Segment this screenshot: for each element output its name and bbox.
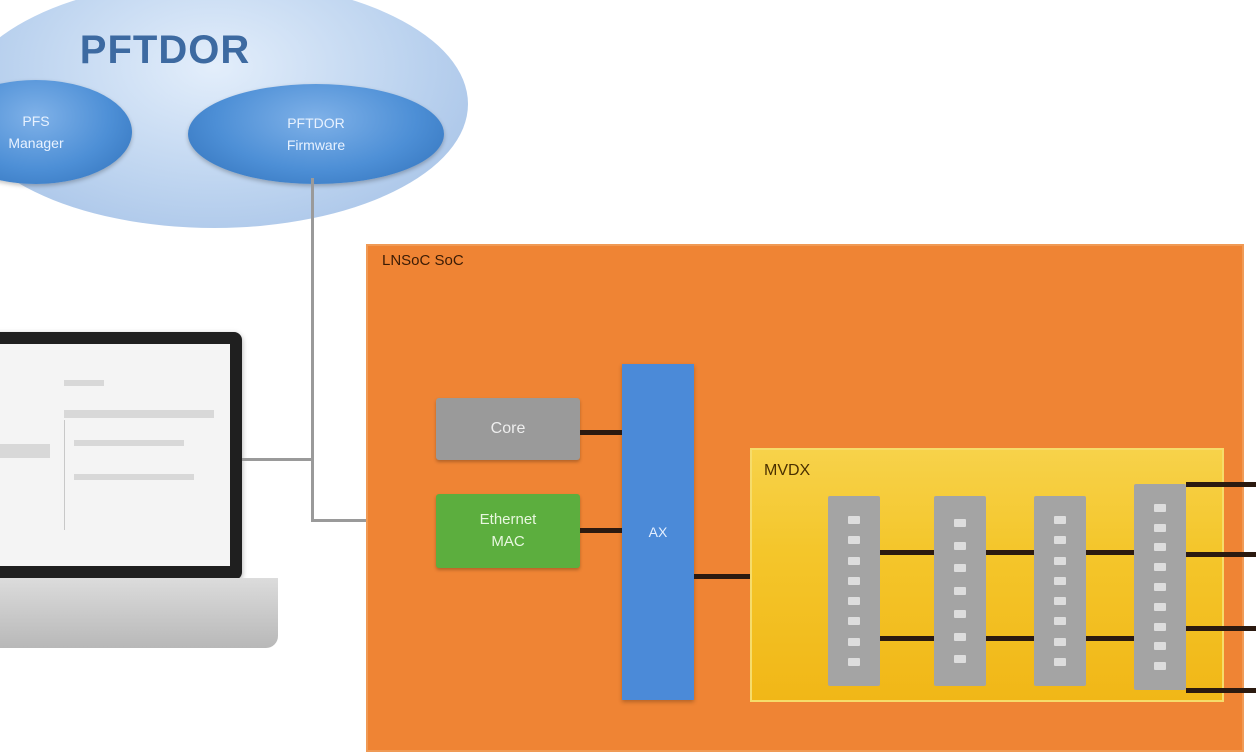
column-link [1086,636,1134,641]
laptop-display-bar [74,440,184,446]
ethernet-mac-block: Ethernet MAC [436,494,580,568]
laptop-base [0,578,278,648]
mvdx-column [1134,484,1186,690]
column-link [986,636,1034,641]
column-cell [954,541,966,550]
output-link [1186,688,1256,693]
column-cell [848,617,860,626]
laptop-display-bar [64,410,214,418]
ax-bus-block: AX [622,364,694,700]
column-cell [954,587,966,595]
column-cell [848,576,860,585]
laptop-display-bar [74,474,194,480]
pftdor-firmware-line2: Firmware [286,137,346,153]
output-link [1186,552,1256,557]
column-cell [954,609,966,618]
column-cell [1054,576,1066,585]
firmware-connector-vertical [311,178,314,520]
column-cell [1054,597,1066,606]
laptop-display-divider [64,420,65,530]
column-cell [1154,543,1166,552]
ax-bus-label: AX [648,524,668,540]
column-cell [1154,662,1166,671]
pftdor-firmware-ellipse: PFTDOR Firmware [188,84,444,184]
column-cell [1154,582,1166,591]
laptop-connector [242,458,312,461]
column-cell [848,637,860,646]
pftdor-firmware-line1: PFTDOR [287,114,345,131]
core-bus-link [580,430,622,435]
soc-label: LNSoC SoC [382,252,464,269]
laptop-display-bar [64,380,104,386]
column-cell [848,556,860,565]
pftdor-title: PFTDOR [79,28,251,72]
mvdx-column [934,496,986,686]
column-cell [1054,536,1066,545]
mvdx-label: MVDX [764,462,811,479]
column-cell [954,632,966,641]
column-cell [848,536,860,545]
column-cell [1054,637,1066,646]
column-cell [1054,617,1066,626]
column-cell [1054,657,1066,666]
column-cell [1054,556,1066,565]
column-cell [954,518,966,527]
column-cell [1154,563,1166,572]
column-cell [848,657,860,666]
mvdx-column [828,496,880,686]
column-cell [1054,516,1066,525]
column-cell [954,564,966,573]
laptop-display [0,344,230,566]
output-link [1186,482,1256,487]
column-link [880,550,934,555]
bus-mvdx-link [694,574,750,579]
ethernet-bus-link [580,528,622,533]
column-link [986,550,1034,555]
ethernet-line1: Ethernet [479,510,537,528]
pfs-manager-line1: PFS [22,112,50,129]
column-link [1086,550,1134,555]
core-label: Core [490,420,526,437]
output-link [1186,626,1256,631]
ethernet-line2: MAC [491,533,525,550]
column-cell [1154,602,1166,611]
column-cell [1154,503,1166,512]
core-block: Core [436,398,580,460]
column-cell [954,655,966,664]
column-cell [1154,523,1166,532]
column-cell [1154,622,1166,631]
column-link [880,636,934,641]
column-cell [848,597,860,606]
column-cell [848,516,860,525]
mvdx-column [1034,496,1086,686]
pfs-manager-line2: Manager [8,135,64,151]
column-cell [1154,642,1166,651]
laptop-display-bar [0,444,50,458]
